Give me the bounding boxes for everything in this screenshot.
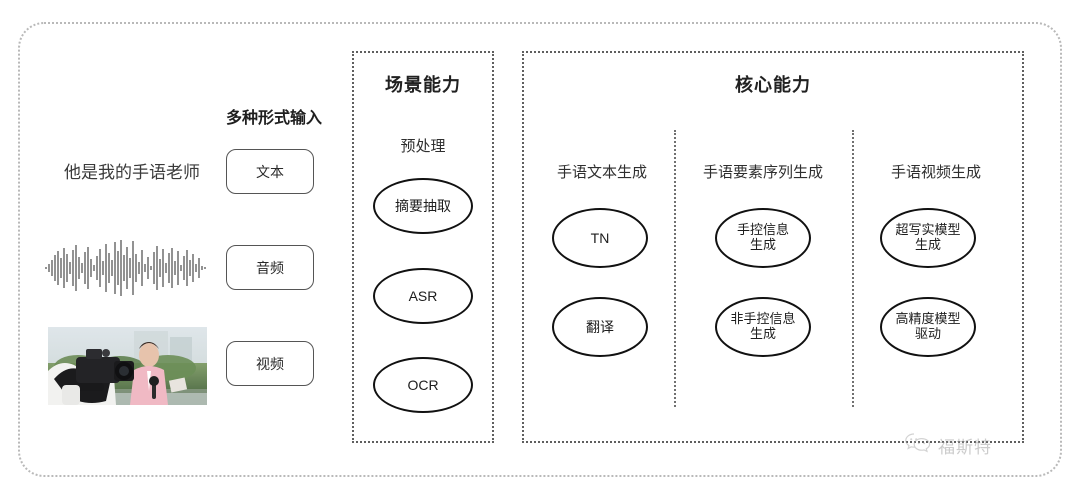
core-capability-panel: 核心能力 手语文本生成 TN 翻译 手语要素序列生成 手控信息 生成 非手控信息… (522, 51, 1024, 443)
scene-capability-panel: 场景能力 预处理 摘要抽取 ASR OCR (352, 51, 494, 443)
outer-frame (18, 22, 1062, 477)
column-divider-2 (852, 130, 854, 407)
node-translation[interactable]: 翻译 (552, 297, 648, 357)
watermark: 福斯特 (905, 432, 992, 459)
modality-button-text[interactable]: 文本 (226, 149, 314, 194)
node-photorealistic-model-generation[interactable]: 超写实模型 生成 (880, 208, 976, 268)
node-asr[interactable]: ASR (373, 268, 473, 324)
modality-button-audio[interactable]: 音频 (226, 245, 314, 290)
node-tn[interactable]: TN (552, 208, 648, 268)
node-non-manual-signal-generation[interactable]: 非手控信息 生成 (715, 297, 811, 357)
audio-waveform-icon (44, 238, 208, 298)
sample-sentence-text: 他是我的手语老师 (64, 163, 200, 182)
wechat-logo-icon (905, 432, 931, 459)
core-column-header-1: 手语文本生成 (556, 164, 647, 181)
video-thumbnail-image (48, 327, 207, 405)
core-column-header-3: 手语视频生成 (890, 164, 981, 181)
node-manual-signal-generation[interactable]: 手控信息 生成 (715, 208, 811, 268)
node-ocr[interactable]: OCR (373, 357, 473, 413)
watermark-text: 福斯特 (938, 438, 992, 457)
node-high-precision-model-driving[interactable]: 高精度模型 驱动 (880, 297, 976, 357)
core-column-header-2: 手语要素序列生成 (702, 164, 823, 181)
node-summary-extraction[interactable]: 摘要抽取 (373, 178, 473, 234)
scene-panel-subtitle: 预处理 (400, 138, 446, 155)
core-panel-title: 核心能力 (735, 75, 811, 95)
scene-panel-title: 场景能力 (385, 75, 461, 95)
input-section-header: 多种形式输入 (225, 110, 322, 127)
modality-button-video[interactable]: 视频 (226, 341, 314, 386)
column-divider-1 (674, 130, 676, 407)
